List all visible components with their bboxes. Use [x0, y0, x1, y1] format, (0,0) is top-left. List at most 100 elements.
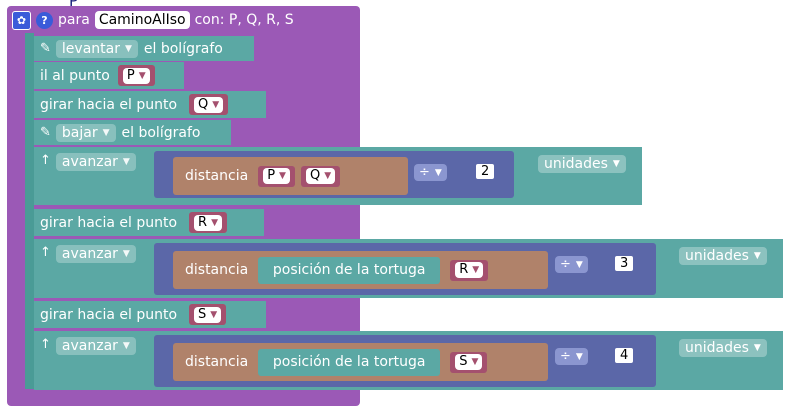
- pencil-icon: ✎: [40, 41, 51, 56]
- operator-dropdown[interactable]: ÷▼: [414, 164, 447, 181]
- pencil-icon: ✎: [40, 125, 51, 140]
- point-block[interactable]: P▼: [117, 65, 155, 86]
- turn-to-point-block[interactable]: girar hacia el punto S▼: [34, 301, 266, 328]
- pen-suffix-label: el bolígrafo: [143, 40, 223, 57]
- divisor-number-field[interactable]: 2: [475, 163, 496, 180]
- point-dropdown[interactable]: Q▼: [194, 96, 224, 113]
- chevron-down-icon: ▼: [753, 343, 761, 353]
- point-value: R: [459, 262, 469, 277]
- help-icon[interactable]: ?: [36, 11, 53, 29]
- pen-down-block[interactable]: ✎ bajar ▼ el bolígrafo: [34, 120, 231, 145]
- turn-label: girar hacia el punto: [40, 214, 178, 231]
- forward-dropdown[interactable]: avanzar ▼: [55, 245, 136, 263]
- point-block[interactable]: Q▼: [300, 165, 341, 187]
- pen-up-block[interactable]: ✎ levantar▼ el bolígrafo: [34, 36, 254, 61]
- units-value: unidades: [544, 156, 608, 172]
- chevron-down-icon: ▼: [472, 265, 480, 275]
- chevron-down-icon: ▼: [102, 127, 110, 138]
- point-value: Q: [309, 168, 321, 183]
- divisor-number-field[interactable]: 4: [614, 347, 635, 364]
- arrow-up-icon: ↑: [40, 245, 51, 260]
- distance-block[interactable]: distancia P▼ Q▼: [173, 157, 408, 195]
- chevron-down-icon: ▼: [575, 351, 583, 362]
- forward-dropdown[interactable]: avanzar ▼: [55, 337, 136, 355]
- pen-action-dropdown[interactable]: levantar▼: [55, 39, 138, 58]
- chevron-down-icon: ▼: [122, 341, 130, 351]
- point-dropdown[interactable]: P▼: [263, 168, 290, 184]
- point-value: R: [198, 214, 208, 230]
- chevron-down-icon: ▼: [753, 251, 761, 261]
- chevron-down-icon: ▼: [279, 171, 286, 181]
- goto-point-block[interactable]: il al punto P▼: [34, 62, 184, 89]
- chevron-down-icon: ▼: [210, 309, 218, 320]
- operator-value: ÷: [419, 165, 430, 180]
- point-value: S: [198, 306, 207, 322]
- units-value: unidades: [685, 340, 749, 356]
- turn-to-point-block[interactable]: girar hacia el punto R▼: [34, 209, 264, 236]
- pen-action-value: bajar: [61, 124, 98, 141]
- procedure-body-spine: [25, 33, 34, 389]
- point-block[interactable]: S▼: [189, 304, 227, 325]
- distance-block[interactable]: distancia posición de la tortuga R▼: [173, 251, 548, 289]
- arrow-up-icon: ↑: [40, 153, 51, 168]
- gear-icon[interactable]: ✿: [12, 10, 31, 30]
- point-dropdown[interactable]: R▼: [455, 262, 484, 278]
- forward-value: avanzar: [61, 338, 118, 354]
- distance-block[interactable]: distancia posición de la tortuga S▼: [173, 343, 548, 381]
- procedure-keyword: para: [58, 12, 90, 28]
- chevron-down-icon: ▼: [138, 70, 146, 81]
- operator-dropdown[interactable]: ÷▼: [555, 256, 588, 273]
- point-block[interactable]: R▼: [189, 212, 227, 233]
- operator-value: ÷: [560, 349, 571, 364]
- point-value: S: [459, 354, 468, 369]
- distance-label: distancia: [185, 168, 249, 184]
- turn-to-point-block[interactable]: girar hacia el punto Q▼: [34, 91, 266, 118]
- turn-label: girar hacia el punto: [40, 96, 178, 113]
- forward-value: avanzar: [61, 246, 118, 262]
- procedure-name-field[interactable]: CaminoAlIso: [94, 11, 190, 29]
- point-value: P: [126, 67, 135, 83]
- turtle-position-block[interactable]: posición de la tortuga: [258, 256, 441, 284]
- point-dropdown[interactable]: R▼: [194, 214, 222, 231]
- forward-value: avanzar: [61, 154, 118, 170]
- distance-label: distancia: [185, 354, 249, 370]
- point-dropdown[interactable]: P▼: [122, 67, 150, 84]
- point-block[interactable]: Q▼: [189, 94, 229, 115]
- chevron-down-icon: ▼: [212, 99, 220, 110]
- operator-value: ÷: [560, 257, 571, 272]
- point-value: Q: [198, 96, 209, 112]
- point-value: P: [267, 168, 276, 183]
- chevron-down-icon: ▼: [471, 357, 479, 367]
- point-block[interactable]: P▼: [258, 165, 295, 187]
- units-dropdown[interactable]: unidades ▼: [679, 339, 767, 357]
- chevron-down-icon: ▼: [434, 167, 442, 178]
- stray-letter: P: [69, 0, 79, 10]
- turn-label: girar hacia el punto: [40, 306, 178, 323]
- chevron-down-icon: ▼: [211, 217, 218, 228]
- pen-suffix-label: el bolígrafo: [121, 124, 201, 141]
- chevron-down-icon: ▼: [612, 159, 620, 169]
- arrow-up-icon: ↑: [40, 337, 51, 352]
- point-dropdown[interactable]: S▼: [194, 306, 222, 323]
- distance-label: distancia: [185, 262, 249, 278]
- divisor-number-field[interactable]: 3: [614, 255, 635, 272]
- point-dropdown[interactable]: S▼: [455, 354, 483, 370]
- units-dropdown[interactable]: unidades ▼: [538, 155, 626, 173]
- turtle-position-block[interactable]: posición de la tortuga: [258, 348, 441, 376]
- goto-label: il al punto: [40, 67, 110, 84]
- chevron-down-icon: ▼: [122, 157, 130, 167]
- procedure-params: con: P, Q, R, S: [194, 12, 294, 28]
- forward-dropdown[interactable]: avanzar ▼: [55, 153, 136, 171]
- units-dropdown[interactable]: unidades ▼: [679, 247, 767, 265]
- chevron-down-icon: ▼: [575, 259, 583, 270]
- point-dropdown[interactable]: Q▼: [305, 168, 336, 184]
- point-block[interactable]: S▼: [450, 351, 488, 373]
- chevron-down-icon: ▼: [324, 171, 332, 181]
- units-value: unidades: [685, 248, 749, 264]
- chevron-down-icon: ▼: [122, 249, 130, 259]
- pen-action-dropdown[interactable]: bajar ▼: [55, 123, 116, 142]
- chevron-down-icon: ▼: [124, 43, 132, 54]
- procedure-header[interactable]: ✿ ? para CaminoAlIso con: P, Q, R, S: [12, 9, 294, 31]
- operator-dropdown[interactable]: ÷▼: [555, 348, 588, 365]
- point-block[interactable]: R▼: [450, 259, 489, 281]
